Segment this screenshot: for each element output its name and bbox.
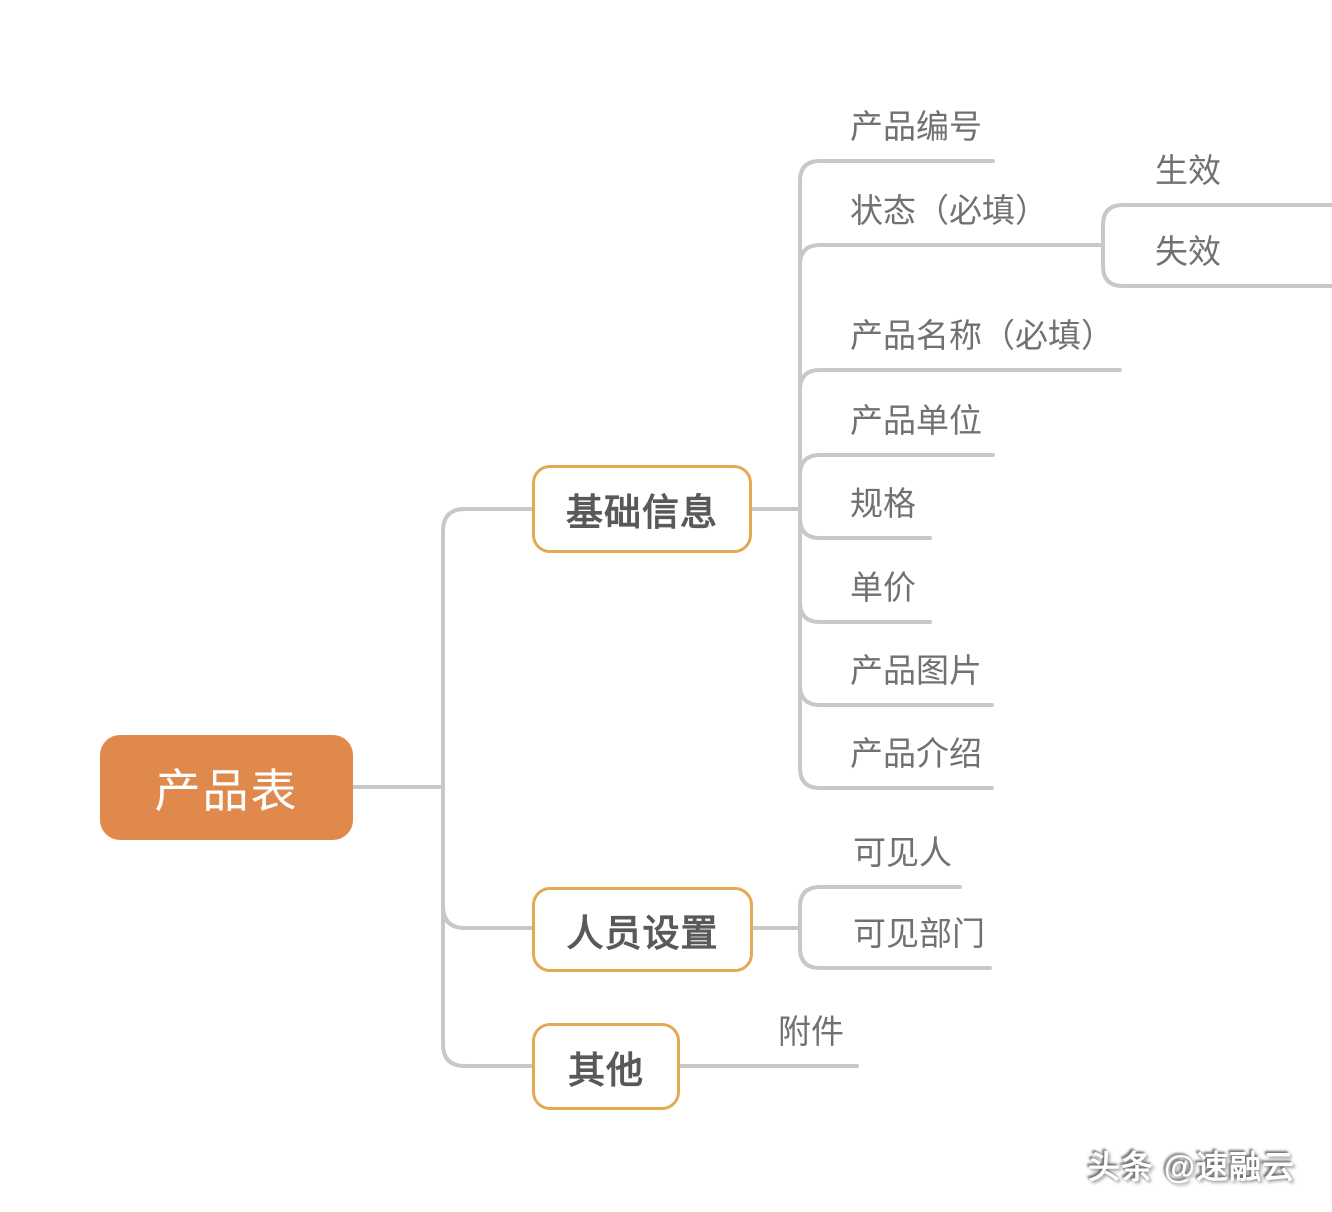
leaf-product-image: 产品图片 bbox=[850, 652, 982, 689]
leaf-visible-department: 可见部门 bbox=[853, 915, 985, 952]
leaf-unit-price: 单价 bbox=[850, 569, 916, 606]
connector-status-inactive bbox=[1101, 243, 1332, 288]
leaf-specification: 规格 bbox=[850, 485, 916, 522]
connector-root-to-basic bbox=[441, 507, 534, 789]
connector-basic-product-unit bbox=[798, 453, 995, 511]
leaf-status-active: 生效 bbox=[1155, 152, 1221, 189]
node-product-table-label: 产品表 bbox=[154, 764, 299, 817]
connector-basic-product-code bbox=[798, 159, 995, 511]
node-other-label: 其他 bbox=[568, 1049, 644, 1091]
leaf-visible-people: 可见人 bbox=[853, 834, 952, 871]
watermark: 头条 @速融云 bbox=[1088, 1149, 1296, 1185]
connector-root-to-personnel bbox=[441, 785, 534, 930]
leaf-attachment: 附件 bbox=[778, 1013, 844, 1050]
node-product-table: 产品表 bbox=[100, 735, 353, 840]
leaf-product-intro: 产品介绍 bbox=[850, 735, 982, 772]
connector-root-to-other bbox=[441, 785, 534, 1068]
leaf-status-inactive: 失效 bbox=[1155, 233, 1221, 270]
leaf-product-name: 产品名称（必填） bbox=[850, 317, 1114, 354]
node-personnel-settings: 人员设置 bbox=[532, 887, 753, 972]
node-other: 其他 bbox=[532, 1023, 680, 1110]
node-personnel-settings-label: 人员设置 bbox=[566, 912, 719, 954]
connector-status-active bbox=[1101, 203, 1332, 247]
connector-personnel-visible-people bbox=[798, 885, 962, 930]
leaf-status: 状态（必填） bbox=[850, 192, 1048, 229]
leaf-product-code: 产品编号 bbox=[850, 108, 982, 145]
node-basic-info-label: 基础信息 bbox=[566, 492, 718, 533]
node-basic-info: 基础信息 bbox=[532, 465, 752, 553]
leaf-product-unit: 产品单位 bbox=[850, 402, 982, 439]
connector-basic-product-intro bbox=[798, 507, 994, 790]
connector-basic-status bbox=[798, 243, 1105, 511]
connector-personnel-visible-department bbox=[798, 926, 992, 970]
connector-basic-product-name bbox=[798, 368, 1122, 511]
